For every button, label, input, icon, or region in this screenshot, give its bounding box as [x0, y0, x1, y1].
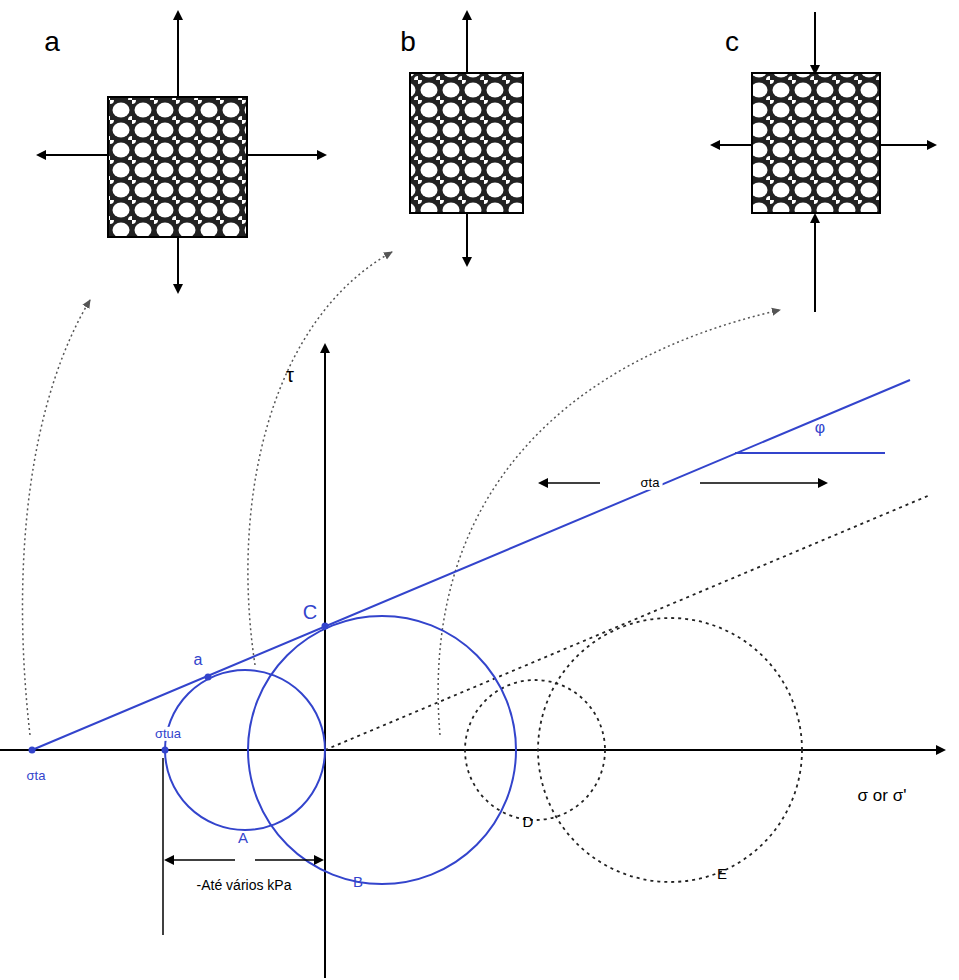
soil-element — [108, 73, 880, 237]
leader-curve — [23, 252, 781, 735]
panel-letter: a — [44, 27, 60, 58]
axis-label: σ or σ' — [858, 787, 907, 806]
dimension — [163, 758, 322, 935]
panel-letter: b — [400, 27, 416, 58]
axis-label: τ — [286, 364, 294, 386]
stress-label: σta — [27, 769, 46, 783]
point-label: C — [303, 601, 317, 623]
point-label: a — [194, 651, 203, 669]
dimension-label: -Até vários kPa — [197, 878, 292, 893]
circle-label: E — [717, 866, 727, 883]
axes — [0, 345, 944, 978]
stress-arrows — [38, 12, 935, 312]
circle-label: A — [238, 830, 248, 847]
circle-label: B — [353, 874, 363, 891]
angle-label: φ — [815, 419, 825, 437]
panel-letter: c — [725, 27, 739, 58]
circle-label: D — [523, 814, 534, 831]
effective-circles — [325, 495, 930, 882]
shift-label: σta — [638, 476, 663, 490]
points — [29, 623, 329, 754]
shift-arrow — [540, 482, 826, 484]
stress-label: σtua — [152, 727, 184, 741]
